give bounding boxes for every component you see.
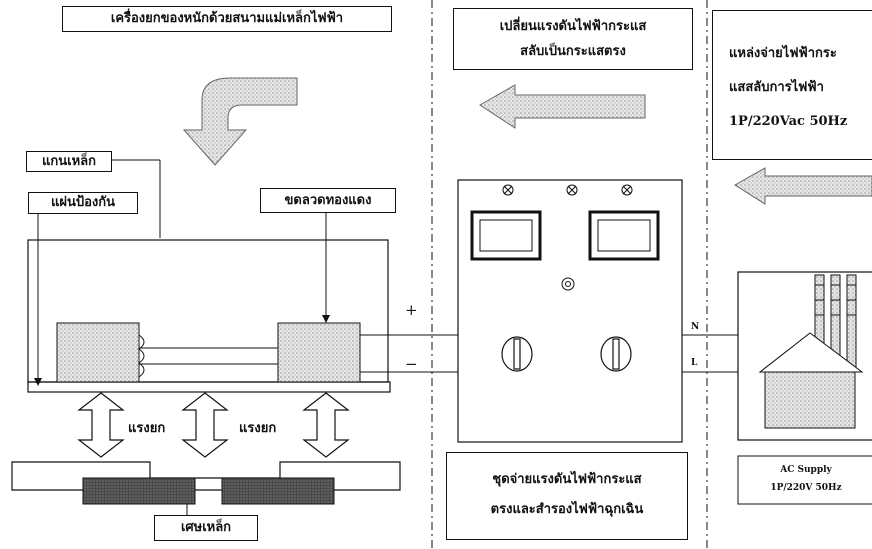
hatched-arrow-left-icon xyxy=(479,84,646,129)
converter-title-line-1: เปลี่ยนแรงดันไฟฟ้ากระแส xyxy=(499,19,647,34)
converter-caption-line-2: ตรงและสำรองไฟฟ้าฉุกเฉิน xyxy=(490,502,644,517)
ac-n-label: N xyxy=(691,322,700,332)
scrap-iron-1 xyxy=(82,477,196,505)
lift-force-label-1: แรงยก xyxy=(128,421,166,436)
lift-force-label-2: แรงยก xyxy=(239,421,277,436)
arrowhead-coil xyxy=(322,315,330,323)
source-title-line-2: แสสลับการไฟฟ้า xyxy=(729,80,824,95)
source-title-line-1: แหล่งจ่ายไฟฟ้ากระ xyxy=(729,46,837,61)
title-magnet-label: เครื่องยกของหนักด้วยสนามแม่เหล็กไฟฟ้า xyxy=(62,6,392,32)
shield-plate xyxy=(27,381,391,393)
shield-label: แผ่นป้องกัน xyxy=(28,192,138,214)
coil-right xyxy=(277,322,361,383)
scrap-iron-2 xyxy=(221,477,335,505)
source-title-line-3: 1P/220Vac 50Hz xyxy=(729,114,848,129)
fuse-icon xyxy=(561,277,575,291)
source-title-label: แหล่งจ่ายไฟฟ้ากระ แสสลับการไฟฟ้า 1P/220V… xyxy=(712,10,872,160)
lamp-x-icon xyxy=(502,184,633,196)
scrap-label: เศษเหล็ก xyxy=(154,515,258,541)
ac-supply-box xyxy=(737,455,872,505)
ac-supply-text: AC Supply 1P/220V 50Hz xyxy=(738,461,872,497)
dc-plus-label: + xyxy=(405,301,418,319)
ac-l-label: L xyxy=(691,358,698,368)
meter-right-face xyxy=(597,219,651,252)
ac-supply-line-2: 1P/220V 50Hz xyxy=(770,483,842,493)
converter-caption-line-1: ชุดจ่ายแรงดันไฟฟ้ากระแส xyxy=(492,472,642,487)
coil-loop xyxy=(138,334,145,378)
hatched-arrow-source-icon xyxy=(734,167,872,205)
core-label: แกนเหล็ก xyxy=(26,151,112,172)
house-icon xyxy=(758,274,864,429)
hatched-arrow-icon xyxy=(182,77,298,166)
converter-title-line-2: สลับเป็นกระแสตรง xyxy=(520,44,626,59)
lift-arrows xyxy=(77,392,350,458)
converter-title-label: เปลี่ยนแรงดันไฟฟ้ากระแส สลับเป็นกระแสตรง xyxy=(453,8,693,70)
scrap-iron-light xyxy=(11,461,401,491)
converter-caption-label: ชุดจ่ายแรงดันไฟฟ้ากระแส ตรงและสำรองไฟฟ้า… xyxy=(446,452,688,540)
meter-left-face xyxy=(479,219,533,252)
dc-minus-label: − xyxy=(405,355,418,373)
coil-label: ขดลวดทองแดง xyxy=(260,188,396,213)
ac-supply-line-1: AC Supply xyxy=(780,465,832,475)
coil-left xyxy=(56,322,140,383)
knob-icon xyxy=(501,336,632,372)
